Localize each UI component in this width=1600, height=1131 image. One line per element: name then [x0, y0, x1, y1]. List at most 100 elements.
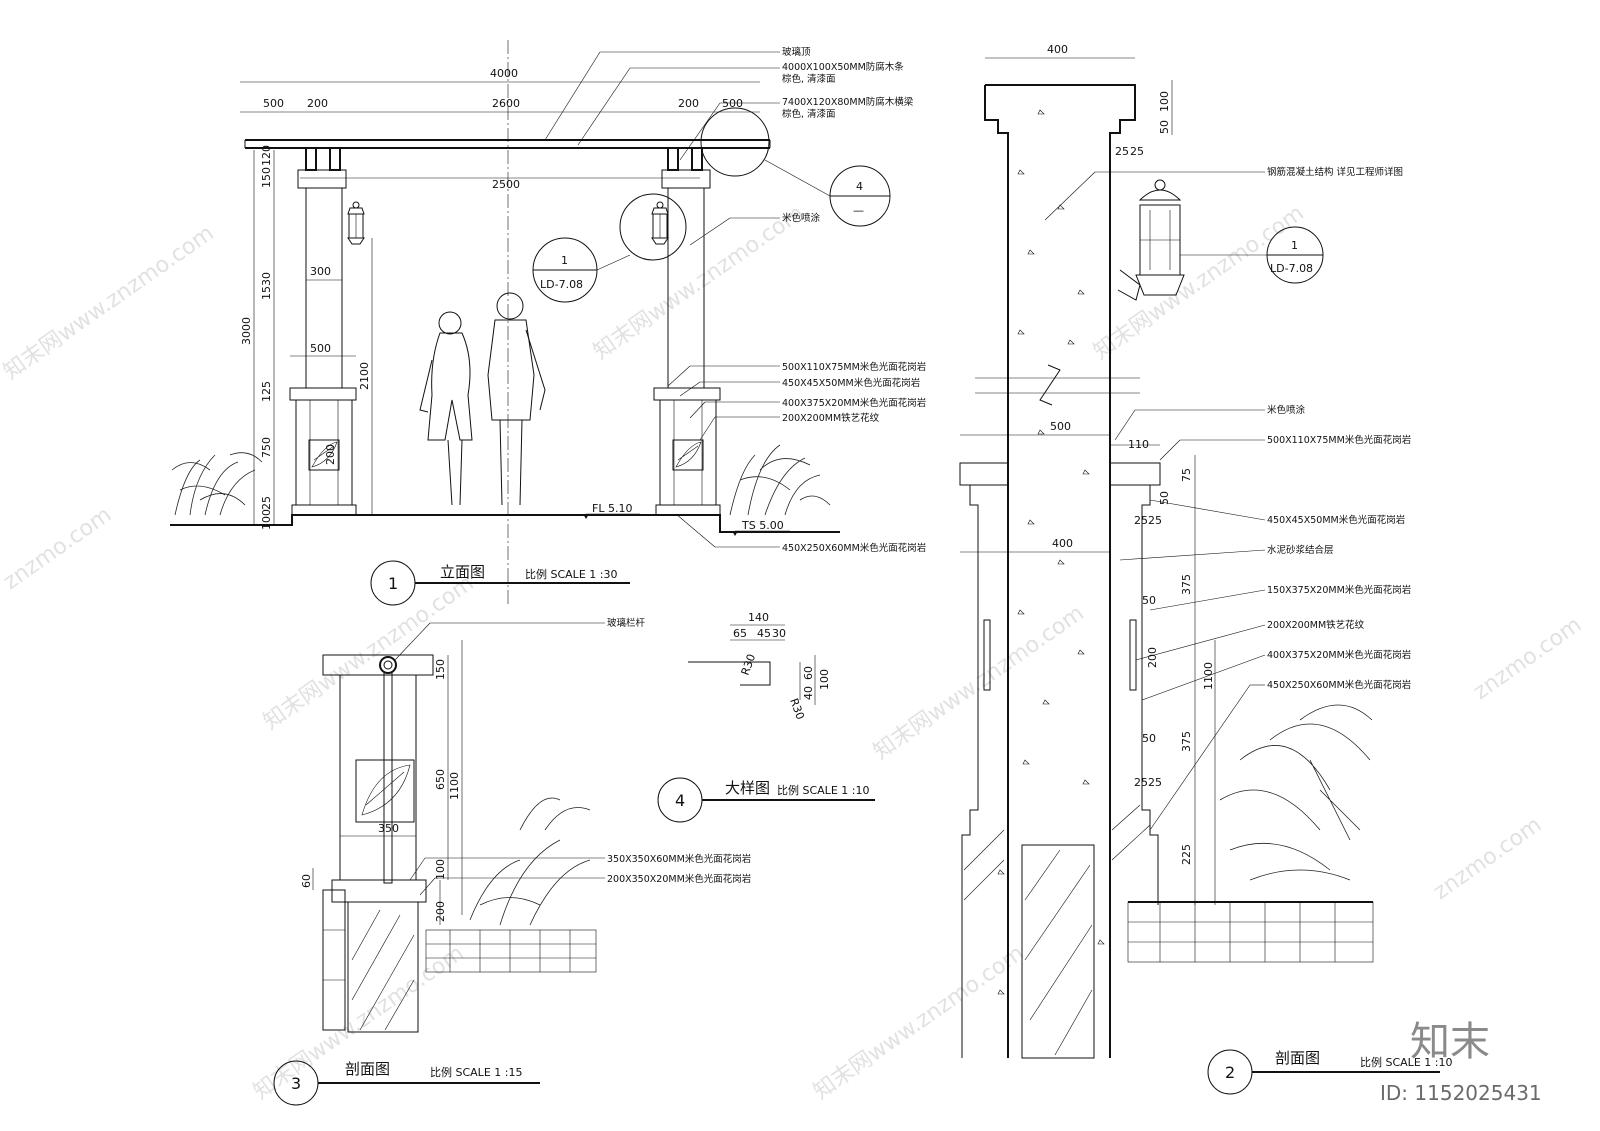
note-granite-face: 400X375X20MM米色光面花岗岩: [782, 397, 926, 409]
elevation-notes: 玻璃顶 4000X100X50MM防腐木条 棕色, 清漆面 7400X120X8…: [544, 46, 926, 554]
detail-view: 140 65 45 30 R30 R30 40 60 100 4 大样图 比例 …: [657, 611, 875, 823]
dim-1100: 1100: [1202, 662, 1215, 690]
brand-watermark: 知末 ID: 1152025431: [1380, 1019, 1542, 1105]
dim-top-width: 400: [1047, 43, 1068, 56]
note-glass-roof: 玻璃顶: [782, 46, 811, 58]
dim-30: 30: [772, 627, 786, 640]
dim-75: 75: [1180, 468, 1193, 482]
note-paint: 米色喷涂: [1267, 404, 1306, 416]
dim-150: 150: [434, 659, 447, 680]
dim-140: 140: [748, 611, 769, 624]
dim-1100: 1100: [448, 772, 461, 800]
view-title-section-2: 2 剖面图 比例 SCALE 1 :10: [1207, 1049, 1452, 1095]
watermark-text: 知末网www.znzmo.com: [809, 941, 1029, 1105]
note-granite-face: 400X375X20MM米色光面花岗岩: [1267, 649, 1411, 661]
note-concrete: 钢筋混凝土结构 详见工程师详图: [1267, 166, 1403, 178]
note-granite-ring: 450X45X50MM米色光面花岗岩: [1267, 514, 1405, 526]
view-number: 3: [291, 1074, 301, 1093]
dim-25c: 25: [1134, 514, 1148, 527]
dim-right-outer: 500: [722, 97, 743, 110]
dim-650: 650: [434, 769, 447, 790]
note-granite-cap: 500X110X75MM米色光面花岗岩: [782, 361, 926, 373]
view-title: 剖面图: [1275, 1049, 1320, 1067]
note-granite-side: 150X375X20MM米色光面花岗岩: [1267, 584, 1411, 596]
dim-50c: 50: [1142, 732, 1156, 745]
level-markers: FL 5.10 TS 5.00: [583, 502, 790, 536]
callout-ref: —: [853, 204, 864, 217]
dim-750: 750: [260, 437, 273, 458]
concrete-speckle: [997, 109, 1105, 995]
dim-125: 125: [260, 381, 273, 402]
brand-logo: 知末: [1410, 1019, 1490, 1065]
view-title: 立面图: [440, 563, 485, 581]
callout-ld-708: 1 LD-7.08: [1180, 226, 1324, 284]
section-view-3: 150 650 1100 350 100 60 200 玻璃栏杆 350X350…: [273, 617, 751, 1106]
section2-notes: 钢筋混凝土结构 详见工程师详图 米色喷涂 500X110X75MM米色光面花岗岩…: [1044, 166, 1411, 831]
dim-225: 225: [1180, 844, 1193, 865]
callout-number: 1: [1291, 239, 1298, 252]
dim-100: 100: [818, 669, 831, 690]
dim-center: 2600: [492, 97, 520, 110]
view-title-section-3: 3 剖面图 比例 SCALE 1 :15: [273, 1060, 540, 1106]
dim-total: 4000: [490, 67, 518, 80]
callout-detail-4: 4 —: [764, 159, 891, 227]
hatch-concrete: [351, 909, 415, 1031]
view-scale: 比例 SCALE 1 :10: [777, 783, 869, 797]
view-title: 剖面图: [345, 1060, 390, 1078]
dim-50: 50: [1158, 491, 1171, 505]
callout-number: 1: [561, 254, 568, 267]
dim-200: 200: [1146, 647, 1159, 668]
dim-65: 65: [733, 627, 747, 640]
dim-base-width: 400: [1052, 537, 1073, 550]
dim-110: 110: [1128, 438, 1149, 451]
dim-120: 120: [260, 145, 273, 166]
dim-1530: 1530: [260, 272, 273, 300]
watermark-text: 知末网www.znzmo.com: [259, 571, 479, 735]
beam-bracket: [305, 147, 703, 171]
watermark-text: znzmo.com: [0, 502, 116, 594]
view-scale: 比例 SCALE 1 :30: [525, 567, 617, 581]
elevation-view: 4000 500 200 2600 200 500 2500 300 500 3…: [170, 40, 926, 606]
view-title: 大样图: [725, 779, 770, 797]
dim-60: 60: [802, 666, 815, 680]
note-granite-ring: 450X45X50MM米色光面花岗岩: [782, 377, 920, 389]
view-title-detail: 4 大样图 比例 SCALE 1 :10: [657, 777, 875, 823]
dim-r30-a: R30: [739, 652, 759, 677]
dim-height-total: 3000: [240, 317, 253, 345]
watermark-text: znzmo.com: [1469, 612, 1586, 704]
note-granite-base: 450X250X60MM米色光面花岗岩: [782, 542, 926, 554]
dim-25a: 25: [1115, 145, 1129, 158]
dim-50b: 50: [1142, 594, 1156, 607]
dim-span: 2500: [492, 178, 520, 191]
elevation-dimensions: 4000 500 200 2600 200 500 2500 300 500 3…: [240, 67, 760, 530]
dim-25e: 25: [1134, 776, 1148, 789]
section-view-2: 1 LD-7.08 400 100 5: [959, 43, 1452, 1095]
callout-ref: LD-7.08: [540, 278, 583, 291]
lamp-icon: [651, 201, 669, 245]
note-wood-beam: 7400X120X80MM防腐木横梁: [782, 96, 914, 108]
view-title-elevation: 1 立面图 比例 SCALE 1 :30: [370, 560, 630, 606]
dim-60: 60: [300, 874, 313, 888]
view-number: 2: [1225, 1063, 1235, 1082]
callout-ref: LD-7.08: [1270, 262, 1313, 275]
section2-dimensions: 400 100 50 25 25 500 110 75 50 25 25 400…: [960, 43, 1216, 905]
level-ts: TS 5.00: [741, 519, 784, 532]
note-mortar: 水泥砂浆结合层: [1267, 544, 1334, 556]
watermark-text: 知末网www.znzmo.com: [0, 221, 219, 385]
paving-pattern: [425, 929, 597, 973]
paving-pattern: [1127, 901, 1374, 963]
dim-375b: 375: [1180, 731, 1193, 752]
note-wood-strip-finish: 棕色, 清漆面: [782, 73, 836, 85]
dim-col-width: 300: [310, 265, 331, 278]
people-figure: [419, 292, 546, 506]
dim-150: 150: [260, 167, 273, 188]
dim-375: 375: [1180, 574, 1193, 595]
note-granite-cap: 500X110X75MM米色光面花岗岩: [1267, 434, 1411, 446]
lamp-icon: [1117, 179, 1185, 301]
brand-id: ID: 1152025431: [1380, 1081, 1542, 1105]
dim-mid-width: 500: [1050, 420, 1071, 433]
watermark-text: 知末网www.znzmo.com: [1089, 201, 1309, 365]
dim-cap-100: 100: [1158, 91, 1171, 112]
dim-40: 40: [802, 686, 815, 700]
